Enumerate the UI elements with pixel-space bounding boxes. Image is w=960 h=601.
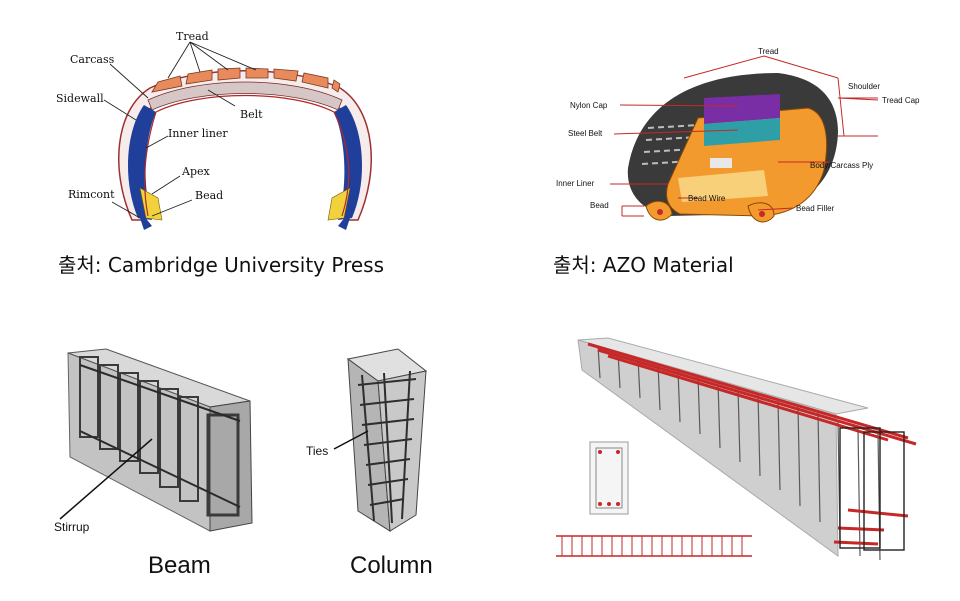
beam-stirrups xyxy=(79,356,240,517)
label-ties: Ties xyxy=(306,444,328,458)
left-rimcont xyxy=(136,206,152,230)
tire-belt xyxy=(147,81,343,111)
source-caption-azo: 출처: AZO Material xyxy=(553,253,734,277)
cutaway-label-window xyxy=(710,158,732,168)
cutaway-label-nylon-cap: Nylon Cap xyxy=(570,101,608,110)
cutaway-label-bead-filler: Bead Filler xyxy=(796,204,835,213)
tire-inner-liner xyxy=(155,94,350,217)
tire-cross-section-diagram: Tread Carcass Sidewall Belt Inner liner … xyxy=(56,30,372,230)
tire-cutaway-diagram: Tread Shoulder Tread Cap Nylon Cap Steel… xyxy=(556,47,920,223)
label-beam: Beam xyxy=(148,552,211,579)
beam-column-panel: Stirrup Beam Ties Column xyxy=(40,335,460,585)
label-tread: Tread xyxy=(176,30,209,43)
cutaway-nylon-cap xyxy=(704,94,780,124)
cutaway-label-bead: Bead xyxy=(590,201,609,210)
cutaway-label-tread: Tread xyxy=(758,47,779,56)
rebar-beam-render xyxy=(556,337,917,561)
cutaway-label-steel-belt: Steel Belt xyxy=(568,129,603,138)
beam-column-diagram: Stirrup Beam Ties Column xyxy=(54,348,433,579)
right-rimcont xyxy=(338,206,354,230)
label-rimcont: Rimcont xyxy=(68,188,115,201)
cutaway-label-tread-cap: Tread Cap xyxy=(882,96,920,105)
label-sidewall: Sidewall xyxy=(56,92,104,105)
right-apex xyxy=(327,187,351,221)
cutaway-label-body-carcass: Body/Carcass Ply xyxy=(810,161,873,170)
label-belt: Belt xyxy=(240,108,263,121)
cutaway-label-inner-liner: Inner Liner xyxy=(556,179,595,188)
beam-longitudinal-bars xyxy=(79,364,241,508)
ladder-bars xyxy=(556,535,752,557)
source-caption-cambridge: 출처: Cambridge University Press xyxy=(58,253,385,277)
cutaway-label-bead-wire: Bead Wire xyxy=(688,194,726,203)
tread-blocks xyxy=(151,67,341,93)
label-bead: Bead xyxy=(195,189,223,202)
rebar-beam-render-panel xyxy=(548,330,948,580)
beam-end-face xyxy=(209,400,253,532)
tire-cross-section-panel: Tread Carcass Sidewall Belt Inner liner … xyxy=(40,20,440,250)
cutaway-inner-liner xyxy=(678,170,768,202)
cutaway-label-shoulder: Shoulder xyxy=(848,82,880,91)
cutaway-steel-belt xyxy=(704,118,780,146)
tire-cutaway-panel: Tread Shoulder Tread Cap Nylon Cap Steel… xyxy=(548,38,948,228)
render-stirrups xyxy=(597,345,881,561)
concrete-front xyxy=(577,339,839,557)
label-stirrup: Stirrup xyxy=(54,520,90,534)
label-apex: Apex xyxy=(181,165,210,178)
left-sidewall xyxy=(127,105,156,220)
label-inner-liner: Inner liner xyxy=(168,127,228,140)
label-carcass: Carcass xyxy=(70,53,115,66)
label-column: Column xyxy=(350,552,433,579)
column-ties xyxy=(357,370,417,524)
